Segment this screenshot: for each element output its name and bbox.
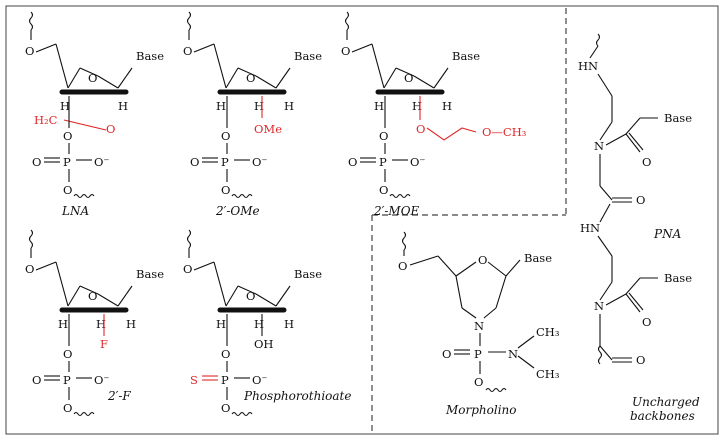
hn-atom: HN: [578, 59, 598, 73]
moe-och3: O—CH₃: [482, 125, 527, 139]
moe-structure: O O Base H H H O O—CH₃ O P O O⁻ O 2′-MOE: [341, 11, 527, 218]
ring-o: O: [246, 71, 255, 85]
base-label: Base: [452, 49, 480, 63]
h-atom: H: [216, 317, 226, 331]
base-label: Base: [294, 49, 322, 63]
base-label: Base: [524, 251, 552, 265]
ome-structure: O O Base H H H OMe O P O O⁻ O 2′-OMe: [183, 11, 322, 218]
methyl-2: CH₃: [536, 367, 560, 381]
f-structure: O O Base H H H F O P O O⁻ O 2′-F: [25, 229, 164, 417]
o3-atom: O: [221, 129, 230, 143]
h2c-bridge: H₂C: [34, 113, 58, 127]
label-phosphorothioate: Phosphorothioate: [243, 389, 351, 403]
label-lna: LNA: [61, 204, 89, 218]
label-uncharged: Uncharged: [632, 395, 700, 409]
label-f: 2′-F: [107, 389, 131, 403]
oh-group: OH: [254, 337, 273, 351]
h-atom: H: [442, 99, 452, 113]
o-minus: O⁻: [252, 373, 268, 387]
o5-atom: O: [221, 183, 230, 197]
sulfur-atom: S: [190, 373, 198, 387]
o-minus: O⁻: [410, 155, 426, 169]
ring-o: O: [88, 71, 97, 85]
p-atom: P: [474, 347, 482, 361]
methyl-1: CH₃: [536, 325, 560, 339]
n-dimethyl: N: [508, 347, 518, 361]
o3-atom: O: [221, 347, 230, 361]
o-minus: O⁻: [94, 373, 110, 387]
o-atom: O: [25, 262, 34, 276]
o5-atom: O: [63, 183, 72, 197]
label-morpholino: Morpholino: [445, 403, 517, 417]
label-backbones: backbones: [630, 409, 695, 423]
o-carbonyl-2: O: [636, 193, 645, 207]
morpholino-structure: O O Base N P O N CH₃ CH₃ O Morpholino: [398, 231, 560, 417]
o-double: O: [32, 155, 41, 169]
o-double: O: [32, 373, 41, 387]
p-atom: P: [221, 155, 229, 169]
h-atom: H: [96, 317, 106, 331]
label-pna: PNA: [653, 227, 682, 241]
base-label-2: Base: [664, 271, 692, 285]
ring-o: O: [88, 289, 97, 303]
o-atom: O: [183, 44, 192, 58]
o-double: O: [348, 155, 357, 169]
p-atom: P: [221, 373, 229, 387]
label-moe: 2′-MOE: [373, 204, 420, 218]
o-double: O: [442, 347, 451, 361]
moe-o: O: [416, 122, 425, 136]
o-atom: O: [341, 44, 350, 58]
o-carbonyl-4: O: [636, 353, 645, 367]
o5-atom: O: [63, 401, 72, 415]
h-atom: H: [284, 317, 294, 331]
h-atom: H: [60, 99, 70, 113]
o3-atom: O: [63, 129, 72, 143]
bridge-o: O: [106, 122, 115, 136]
n-atom-1: N: [594, 139, 604, 153]
o3-atom: O: [474, 375, 483, 389]
base-label-1: Base: [664, 111, 692, 125]
base-label: Base: [136, 267, 164, 281]
figure-frame: [5, 5, 719, 435]
o-atom: O: [183, 262, 192, 276]
phosphorothioate-structure: O O Base H H H OH O P S O⁻ O Phosphoroth…: [183, 229, 351, 417]
o-atom: O: [398, 259, 407, 273]
base-label: Base: [294, 267, 322, 281]
o5-atom: O: [379, 183, 388, 197]
hn-atom-2: HN: [580, 221, 600, 235]
p-atom: P: [63, 155, 71, 169]
h-atom: H: [254, 99, 264, 113]
o-double: O: [190, 155, 199, 169]
fluorine-atom: F: [100, 337, 108, 351]
h-atom: H: [284, 99, 294, 113]
lna-structure: O O Base H H H₂C O O P O O⁻ O LNA: [25, 11, 164, 218]
o3-atom: O: [63, 347, 72, 361]
n-atom: N: [474, 319, 484, 333]
o-minus: O⁻: [252, 155, 268, 169]
ome-group: OMe: [254, 122, 282, 136]
h-atom: H: [216, 99, 226, 113]
h-atom: H: [58, 317, 68, 331]
p-atom: P: [63, 373, 71, 387]
p-atom: P: [379, 155, 387, 169]
ring-o: O: [478, 253, 487, 267]
pna-structure: HN N Base O O HN N Base O O PN: [578, 33, 700, 423]
o5-atom: O: [221, 401, 230, 415]
base-label: Base: [136, 49, 164, 63]
h-atom: H: [254, 317, 264, 331]
o-carbonyl-3: O: [642, 315, 651, 329]
o-atom: O: [25, 44, 34, 58]
o3-atom: O: [379, 129, 388, 143]
n-atom-2: N: [594, 299, 604, 313]
o-carbonyl-1: O: [642, 155, 651, 169]
h-atom: H: [118, 99, 128, 113]
ring-o: O: [404, 71, 413, 85]
ring-o: O: [246, 289, 255, 303]
h-atom: H: [126, 317, 136, 331]
h-atom: H: [412, 99, 422, 113]
h-atom: H: [374, 99, 384, 113]
label-ome: 2′-OMe: [215, 204, 260, 218]
o-minus: O⁻: [94, 155, 110, 169]
